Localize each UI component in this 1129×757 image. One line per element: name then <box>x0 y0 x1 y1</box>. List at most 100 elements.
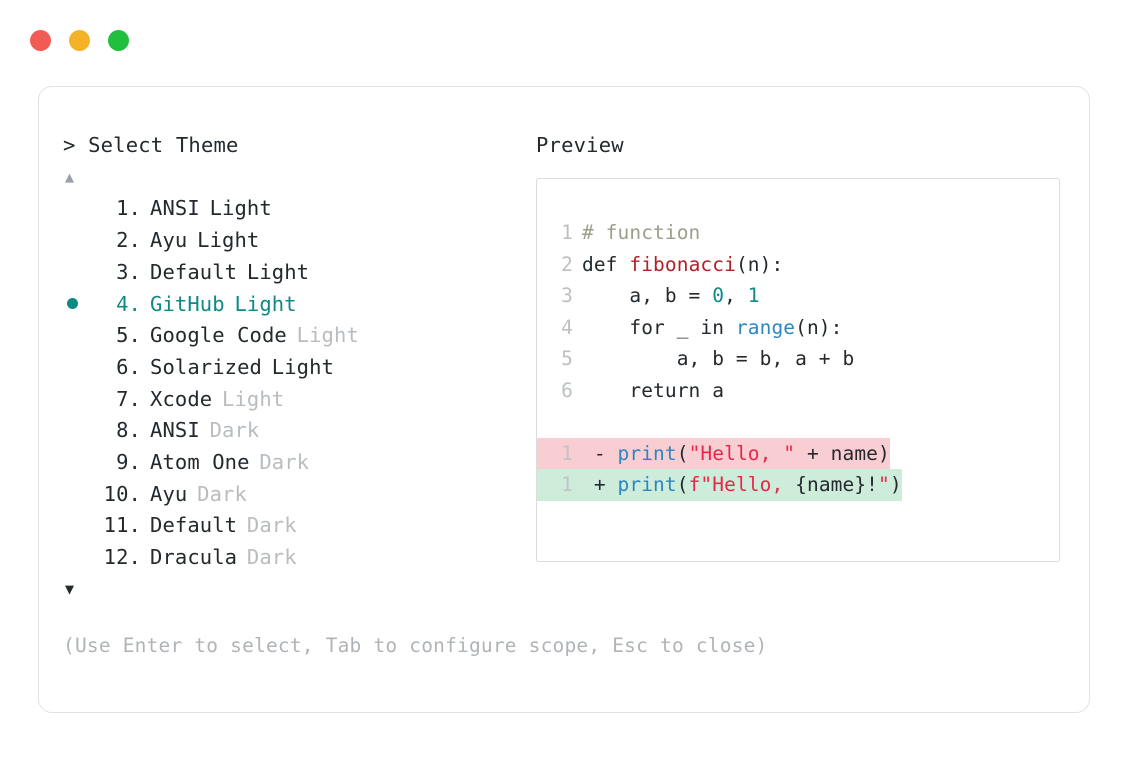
code-text: a, b = 0, 1 <box>573 280 760 312</box>
theme-item-number: 11. <box>103 513 141 538</box>
code-line: 5 a, b = b, a + b <box>537 343 1059 375</box>
theme-item-name: Default <box>150 259 238 284</box>
code-token: fibonacci <box>629 252 736 276</box>
keyboard-hint: (Use Enter to select, Tab to configure s… <box>63 634 768 657</box>
code-token: def <box>582 252 630 276</box>
scroll-up-arrow-icon[interactable]: ▲ <box>65 167 75 186</box>
theme-item-variant: Light <box>246 259 310 284</box>
theme-list-item[interactable]: 9. Atom One Dark <box>63 446 533 478</box>
code-text: + print(f"Hello, {name}!") <box>573 469 902 501</box>
theme-item-name: Ayu <box>150 228 188 253</box>
window-traffic-lights <box>30 30 129 51</box>
theme-list-item[interactable]: 8. ANSI Dark <box>63 414 533 446</box>
code-line: 6 return a <box>537 375 1059 407</box>
minimize-dot[interactable] <box>69 30 90 51</box>
theme-list-item[interactable]: 2. Ayu Light <box>63 224 533 256</box>
theme-item-name: Xcode <box>150 386 213 411</box>
theme-item-variant: Dark <box>209 418 260 443</box>
code-token: (n): <box>795 315 843 339</box>
line-number: 1 <box>537 437 573 469</box>
line-number: 3 <box>561 284 573 307</box>
code-text: def fibonacci(n): <box>573 249 783 281</box>
theme-item-variant: Light <box>296 323 359 348</box>
theme-item-number: 1. <box>116 196 141 221</box>
theme-item-name: ANSI <box>150 418 200 443</box>
code-token: return a <box>582 378 725 402</box>
theme-item-number: 5. <box>116 323 141 348</box>
line-number: 1 <box>537 469 573 501</box>
code-token: f"Hello, <box>688 473 796 496</box>
theme-item-variant: Light <box>222 386 285 411</box>
theme-list-item[interactable]: 7. Xcode Light <box>63 383 533 415</box>
theme-item-name: Atom One <box>150 449 250 474</box>
code-line: 1 # function <box>537 217 1059 249</box>
code-token: , <box>724 284 748 307</box>
theme-item-variant: Dark <box>246 513 297 538</box>
theme-item-variant: Dark <box>197 481 247 506</box>
code-text: for _ in range(n): <box>573 312 843 344</box>
page-title: > Select Theme <box>63 133 533 158</box>
code-token: range <box>735 315 796 339</box>
theme-item-number: 4. <box>116 291 141 316</box>
theme-item-variant: Light <box>197 228 260 253</box>
line-number: 1 <box>561 221 573 244</box>
code-token: {name}! <box>795 473 879 496</box>
theme-item-number: 12. <box>103 545 141 569</box>
code-token: " <box>878 473 890 496</box>
code-text: # function <box>573 217 700 249</box>
code-line: 4 for _ in range(n): <box>537 312 1059 344</box>
code-line: 3 a, b = 0, 1 <box>537 280 1059 312</box>
theme-item-number: 8. <box>116 418 141 443</box>
maximize-dot[interactable] <box>108 30 129 51</box>
code-token: # function <box>582 221 701 244</box>
code-token: + <box>582 473 618 496</box>
code-token: 0 <box>712 284 725 307</box>
line-number: 4 <box>561 315 573 339</box>
code-token: ) <box>889 473 902 496</box>
code-token: (n): <box>735 252 784 276</box>
theme-item-variant: Dark <box>246 545 297 569</box>
theme-list-item[interactable]: 1. ANSI Light <box>63 193 533 225</box>
scroll-down-arrow-icon[interactable]: ▼ <box>65 579 75 598</box>
theme-item-number: 3. <box>116 259 141 284</box>
theme-item-name: ANSI <box>150 196 200 221</box>
theme-item-variant: Light <box>271 354 334 379</box>
theme-item-variant: Dark <box>259 449 310 474</box>
selection-bullet-cell <box>63 298 97 309</box>
theme-list-item[interactable]: 3. Default Light <box>63 256 533 288</box>
close-dot[interactable] <box>30 30 51 51</box>
prompt-label: Select Theme <box>88 133 239 157</box>
theme-item-number: 2. <box>116 228 141 253</box>
selection-bullet-icon <box>67 298 78 309</box>
theme-item-number: 6. <box>116 354 141 379</box>
theme-list-item[interactable]: 5. Google Code Light <box>63 319 533 351</box>
theme-item-name: Google Code <box>150 323 287 348</box>
code-text: a, b = b, a + b <box>573 343 855 375</box>
diff-line-added: 1 + print(f"Hello, {name}!") <box>537 469 1059 501</box>
code-token: "Hello, " <box>688 441 796 465</box>
code-token: 1 <box>747 284 760 307</box>
code-text: - print("Hello, " + name) <box>573 437 890 469</box>
line-number: 2 <box>561 252 573 276</box>
theme-item-number: 10. <box>103 481 141 506</box>
theme-item-variant: Light <box>209 196 272 221</box>
code-token: - <box>582 441 618 465</box>
theme-item-number: 9. <box>116 449 141 474</box>
code-spacer <box>537 406 1059 438</box>
code-token: print <box>617 441 677 465</box>
preview-title: Preview <box>536 133 624 157</box>
theme-item-number: 7. <box>116 386 141 411</box>
line-number: 5 <box>561 347 573 370</box>
